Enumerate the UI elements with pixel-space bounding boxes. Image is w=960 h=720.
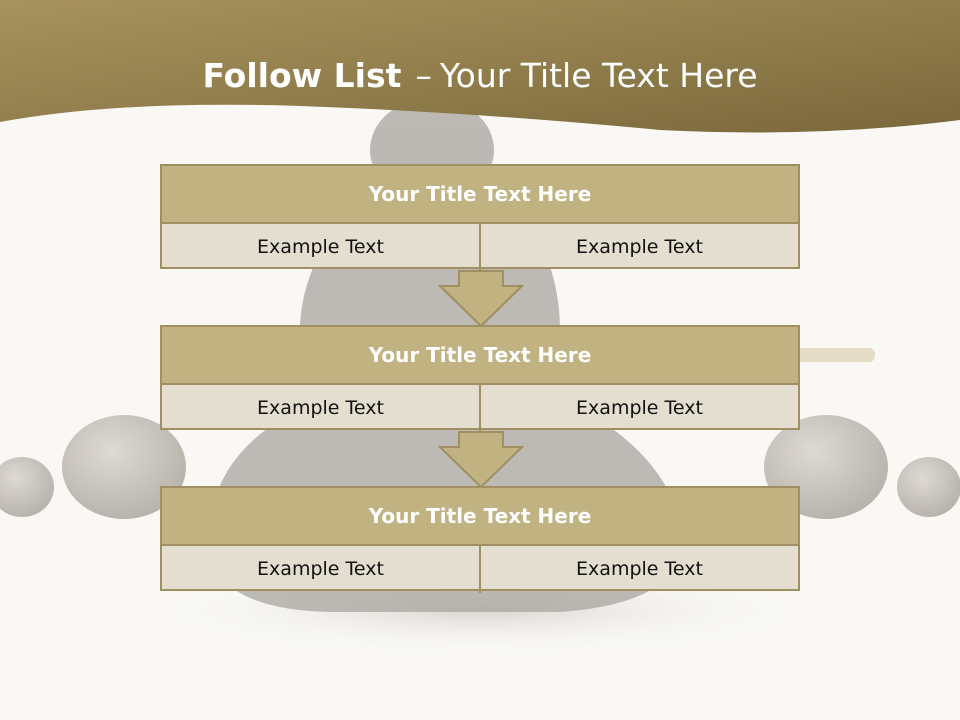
step-title: Your Title Text Here [162, 166, 798, 224]
slide-title-subtitle: Your Title Text Here [439, 56, 758, 95]
step-cell-right: Example Text [479, 546, 798, 593]
step-cell-left: Example Text [257, 236, 384, 258]
step-cell-right: Example Text [479, 385, 798, 432]
incense-stick [780, 348, 875, 362]
step-block-1: Your Title Text Here Example Text Exampl… [160, 164, 800, 271]
step-cell-left: Example Text [257, 558, 384, 580]
header-band [0, 0, 960, 133]
slide-title: Follow List–Your Title Text Here [0, 56, 960, 96]
step-block-3: Your Title Text Here Example Text Exampl… [160, 486, 800, 593]
slide-title-separator: – [415, 56, 432, 95]
step-cell-left: Example Text [257, 397, 384, 419]
pebble-left-large [62, 415, 186, 519]
pebble-left-small [0, 457, 54, 517]
step-block-2: Your Title Text Here Example Text Exampl… [160, 325, 800, 432]
down-arrow-icon [438, 270, 524, 328]
slide-title-main: Follow List [202, 56, 402, 95]
step-title: Your Title Text Here [162, 488, 798, 546]
down-arrow-icon [438, 431, 524, 489]
step-cell-right: Example Text [479, 224, 798, 271]
pebble-right-small [897, 457, 960, 517]
step-title: Your Title Text Here [162, 327, 798, 385]
